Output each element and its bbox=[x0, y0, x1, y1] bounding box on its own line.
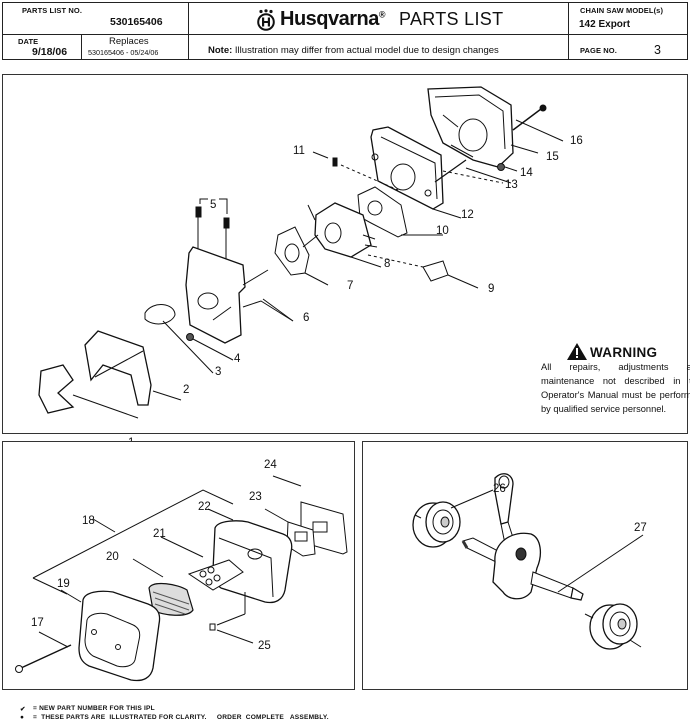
document-title: PARTS LIST bbox=[399, 9, 504, 29]
callout-22: 22 bbox=[198, 501, 211, 513]
page-number: 3 bbox=[654, 43, 661, 57]
callout-23: 23 bbox=[249, 491, 262, 503]
divider bbox=[188, 3, 190, 59]
callout-13: 13 bbox=[505, 179, 518, 191]
date-label: DATE bbox=[18, 37, 39, 46]
brand-name: Husqvarna® bbox=[280, 8, 386, 30]
divider bbox=[568, 3, 570, 59]
illustration-note: Note: Illustration may differ from actua… bbox=[208, 45, 499, 56]
crankshaft-assembly-panel: 26 27 bbox=[362, 441, 688, 690]
legend-text: = THESE PARTS ARE ILLUSTRATED FOR CLARIT… bbox=[33, 714, 329, 721]
husqvarna-crown-icon bbox=[256, 8, 276, 31]
leader-lines bbox=[73, 145, 538, 418]
model-value: 142 Export bbox=[579, 19, 631, 30]
part-26-bearing bbox=[413, 502, 460, 547]
part-25-screw bbox=[210, 592, 245, 630]
part-2-bracket bbox=[85, 331, 151, 405]
model-label: CHAIN SAW MODEL(s) bbox=[580, 6, 664, 15]
callout-15: 15 bbox=[546, 151, 559, 163]
callout-27: 27 bbox=[634, 522, 647, 534]
callout-20: 20 bbox=[106, 551, 119, 563]
muffler-assembly-panel: 17 18 19 20 21 22 23 24 25 bbox=[2, 441, 355, 690]
callout-7: 7 bbox=[347, 280, 354, 292]
bullet-icon: ● bbox=[20, 714, 25, 721]
leader-lines bbox=[39, 476, 301, 647]
callout-11: 11 bbox=[293, 145, 305, 157]
part-19-muffler-cover bbox=[79, 591, 160, 680]
part-7-gasket bbox=[275, 227, 318, 275]
legend-item: ● = THESE PARTS ARE ILLUSTRATED FOR CLAR… bbox=[20, 713, 329, 722]
warning-title: WARNING bbox=[590, 345, 658, 360]
leader-lines bbox=[451, 490, 643, 592]
callout-16: 16 bbox=[570, 135, 583, 147]
warning-text: All repairs, adjustments and maintenance… bbox=[541, 362, 690, 414]
divider bbox=[81, 34, 83, 59]
part-crankshaft bbox=[463, 474, 583, 600]
replaces-value: 530165406 - 05/24/06 bbox=[88, 48, 159, 57]
callout-18: 18 bbox=[82, 515, 95, 527]
divider bbox=[3, 34, 687, 36]
part-11-screw bbox=[333, 158, 398, 190]
legend-item: ✔ = NEW PART NUMBER FOR THIS IPL bbox=[20, 704, 329, 713]
callout-26: 26 bbox=[493, 483, 506, 495]
part-13-stud bbox=[435, 160, 466, 182]
part-1-cover bbox=[39, 365, 73, 413]
part-12-air-filter bbox=[371, 127, 443, 209]
parts-list-no: 530165406 bbox=[110, 16, 163, 28]
checkmark-icon: ✔ bbox=[20, 705, 26, 713]
parts-list-no-label: PARTS LIST NO. bbox=[22, 6, 83, 15]
callout-10: 10 bbox=[436, 225, 449, 237]
callout-3: 3 bbox=[215, 366, 222, 378]
part-9-choke-rod bbox=[423, 261, 448, 281]
callout-21: 21 bbox=[153, 528, 166, 540]
callout-17: 17 bbox=[31, 617, 44, 629]
part-3-gasket bbox=[145, 305, 175, 324]
replaces-label: Replaces bbox=[109, 36, 149, 47]
callout-25: 25 bbox=[258, 640, 271, 652]
warning-triangle-icon bbox=[567, 343, 587, 360]
page-label: PAGE NO. bbox=[580, 46, 617, 55]
carburetor-assembly-panel: 1 2 3 4 5 6 7 8 9 10 11 12 13 14 15 16 W… bbox=[2, 74, 690, 449]
crankshaft-exploded-view bbox=[363, 442, 687, 689]
part-4-nut bbox=[187, 334, 194, 341]
callout-5: 5 bbox=[210, 199, 217, 211]
part-6-intake-housing bbox=[186, 247, 293, 343]
part-16-screw bbox=[513, 105, 563, 141]
callout-8: 8 bbox=[384, 258, 391, 270]
part-17-bolt bbox=[21, 645, 71, 668]
muffler-exploded-view bbox=[3, 442, 354, 689]
brand-logo: Husqvarna® PARTS LIST bbox=[256, 8, 503, 31]
callout-4: 4 bbox=[234, 353, 241, 365]
callout-9: 9 bbox=[488, 283, 495, 295]
callout-14: 14 bbox=[520, 167, 533, 179]
callout-6: 6 bbox=[303, 312, 310, 324]
warning-box: WARNING All repairs, adjustments and mai… bbox=[541, 343, 690, 416]
callout-2: 2 bbox=[183, 384, 190, 396]
callout-24: 24 bbox=[264, 459, 277, 471]
carburetor-exploded-view bbox=[3, 75, 687, 433]
date-value: 9/18/06 bbox=[32, 46, 68, 58]
part-27-bearing bbox=[585, 604, 641, 649]
part-8-carburetor bbox=[308, 203, 423, 267]
header-table: PARTS LIST NO. 530165406 DATE 9/18/06 Re… bbox=[2, 2, 688, 60]
callout-19: 19 bbox=[57, 578, 70, 590]
bracket-line-18 bbox=[33, 490, 233, 578]
callout-12: 12 bbox=[461, 209, 474, 221]
legend-text: = NEW PART NUMBER FOR THIS IPL bbox=[33, 705, 155, 712]
part-14-nut bbox=[498, 164, 505, 171]
legend: ✔ = NEW PART NUMBER FOR THIS IPL ● = THE… bbox=[20, 704, 329, 722]
